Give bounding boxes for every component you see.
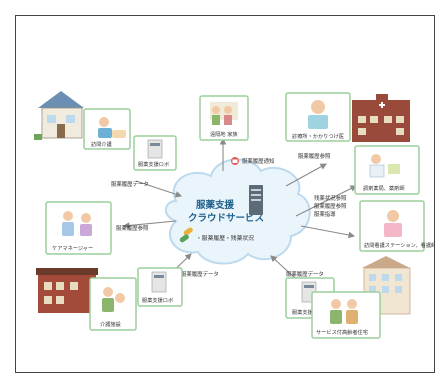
pharmacy-label: 調剤薬局、薬剤師 bbox=[363, 184, 405, 192]
care-facility-label: 介護施設 bbox=[100, 320, 121, 328]
doctor-node: 診療所・かかりつけ医 bbox=[285, 92, 351, 142]
family-node: 遠隔地 家族 bbox=[199, 95, 249, 141]
cloud-title-line2: クラウドサービス bbox=[188, 212, 264, 224]
hospital-illustration bbox=[352, 94, 410, 142]
flow-lower-left: 服薬履歴データ bbox=[181, 270, 219, 278]
robot-bottom-left-label: 服薬支援ロボ bbox=[142, 296, 173, 304]
service-diagram: 服薬支援 クラウドサービス ・服薬履歴・残薬状況 服薬履歴通知 服薬履歴データ … bbox=[34, 91, 436, 339]
care-manager-node: ケアマネージャー bbox=[45, 201, 112, 255]
cloud-title-line1: 服薬支援 bbox=[196, 199, 235, 211]
visit-care-node: 訪問介護 bbox=[83, 108, 131, 150]
care-facility-node: 介護施設 bbox=[89, 277, 137, 331]
diagram-frame: 服薬支援 クラウドサービス ・服薬履歴・残薬状況 服薬履歴通知 服薬履歴データ … bbox=[15, 15, 436, 373]
elderly-home-node: サービス付高齢者住宅 bbox=[311, 291, 381, 339]
cloud-service: 服薬支援 クラウドサービス ・服薬履歴・残薬状況 bbox=[164, 158, 311, 265]
cloud-subtitle: ・服薬履歴・残薬状況 bbox=[196, 234, 254, 242]
flow-right-2: 服薬履歴参照 bbox=[314, 202, 347, 210]
flow-left: 服薬履歴参照 bbox=[116, 224, 149, 232]
flow-right-3: 服薬指導 bbox=[314, 210, 336, 218]
doctor-label: 診療所・かかりつけ医 bbox=[292, 132, 344, 140]
server-icon bbox=[249, 185, 263, 215]
flow-upper-left: 服薬履歴データ bbox=[111, 180, 149, 188]
robot-top-label: 服薬支援ロボ bbox=[138, 160, 169, 168]
nurse-node: 訪問看護ステーション、看護師 bbox=[359, 200, 436, 252]
care-manager-label: ケアマネージャー bbox=[52, 245, 93, 252]
notification: 服薬履歴通知 bbox=[231, 157, 274, 165]
flow-lower-right: 服薬履歴データ bbox=[286, 270, 324, 278]
family-label: 遠隔地 家族 bbox=[210, 130, 238, 138]
elderly-home-label: サービス付高齢者住宅 bbox=[316, 328, 368, 336]
flow-right-1: 残薬状況参照 bbox=[314, 194, 347, 202]
care-facility-illustration bbox=[36, 268, 98, 313]
flow-upper-right: 服薬履歴参照 bbox=[298, 152, 331, 160]
pharmacy-node: 調剤薬局、薬剤師 bbox=[354, 145, 420, 195]
nurse-label: 訪問看護ステーション、看護師 bbox=[364, 241, 434, 249]
visit-care-label: 訪問介護 bbox=[91, 140, 113, 148]
robot-bottom-left-node: 服薬支援ロボ bbox=[137, 267, 183, 307]
pill-icon bbox=[179, 227, 193, 243]
robot-top-node: 服薬支援ロボ bbox=[133, 135, 177, 171]
notify-label: 服薬履歴通知 bbox=[242, 157, 274, 165]
robot-bottom-right-label: 服薬支援ロボ bbox=[292, 308, 323, 316]
